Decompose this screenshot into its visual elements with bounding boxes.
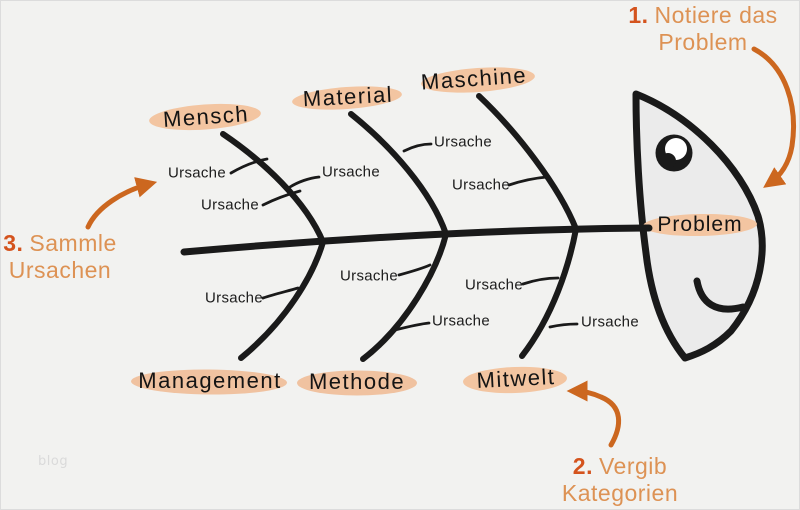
bone-material <box>348 111 449 237</box>
cause-label: Ursache <box>340 267 398 285</box>
step-2-line-2: Kategorien <box>561 480 679 506</box>
cause-label: Ursache <box>452 176 510 194</box>
cause-branch-mensch-3 <box>288 175 321 189</box>
problem-label: Problem <box>657 213 743 236</box>
fish-spine <box>180 224 653 256</box>
bone-management <box>238 239 326 361</box>
cause-branch-mensch-2 <box>261 189 302 207</box>
step3-arrow-icon <box>85 177 158 230</box>
highlight-management <box>131 369 287 395</box>
step1-arrow-icon <box>751 46 796 188</box>
cause-label: Ursache <box>205 289 263 307</box>
highlight-maschine <box>421 67 535 93</box>
cause-branch-material-1 <box>402 142 433 153</box>
cause-branch-methode-2 <box>393 321 431 332</box>
step-3-number: 3. <box>3 230 24 256</box>
highlight-mensch <box>149 103 261 131</box>
highlight-problem <box>643 213 757 237</box>
step-2-line-1: 2.Vergib <box>572 453 668 479</box>
highlight-mitwelt <box>463 366 567 394</box>
category-label-methode: Methode <box>308 369 406 394</box>
cause-label: Ursache <box>465 276 523 294</box>
bone-mitwelt <box>519 226 579 359</box>
bone-mensch <box>220 131 326 245</box>
highlight-material <box>292 86 402 110</box>
cause-label: Ursache <box>322 163 380 181</box>
cause-label: Ursache <box>581 313 639 331</box>
cause-label: Ursache <box>168 164 226 182</box>
cause-label: Ursache <box>432 312 490 330</box>
step-3-line-2: Ursachen <box>8 257 112 283</box>
cause-label: Ursache <box>201 196 259 214</box>
step2-arrow-icon <box>566 380 622 448</box>
cause-branch-mitwelt-1 <box>521 276 560 286</box>
cause-branch-mensch-1 <box>229 157 269 175</box>
cause-branch-maschine-1 <box>507 175 549 187</box>
step-3-line-1: 3.Sammle <box>3 230 117 256</box>
watermark: blog <box>38 454 69 469</box>
bone-maschine <box>476 93 579 232</box>
step-1-line-2: Problem <box>658 29 748 55</box>
fish-eye-icon <box>655 134 693 172</box>
highlight-methode <box>297 370 417 396</box>
cause-branch-mitwelt-2 <box>548 322 579 329</box>
label-highlights <box>131 67 567 396</box>
fish-mouth <box>693 277 747 313</box>
step-2-annotation: 2.Vergib Kategorien <box>534 453 706 507</box>
category-label-mitwelt: Mitwelt <box>475 363 557 394</box>
category-label-management: Management <box>138 368 282 393</box>
cause-branch-management-1 <box>261 286 300 300</box>
step-3-annotation: 3.Sammle Ursachen <box>1 230 119 284</box>
cause-branch-methode-1 <box>397 263 432 277</box>
category-label-material: Material <box>302 81 394 112</box>
bone-methode <box>360 231 449 362</box>
step-1-line-1: 1.Notiere das <box>628 2 778 28</box>
step-2-number: 2. <box>572 453 593 479</box>
cause-label: Ursache <box>434 133 492 151</box>
step-1-annotation: 1.Notiere das Problem <box>617 2 789 56</box>
step-1-number: 1. <box>628 2 649 28</box>
